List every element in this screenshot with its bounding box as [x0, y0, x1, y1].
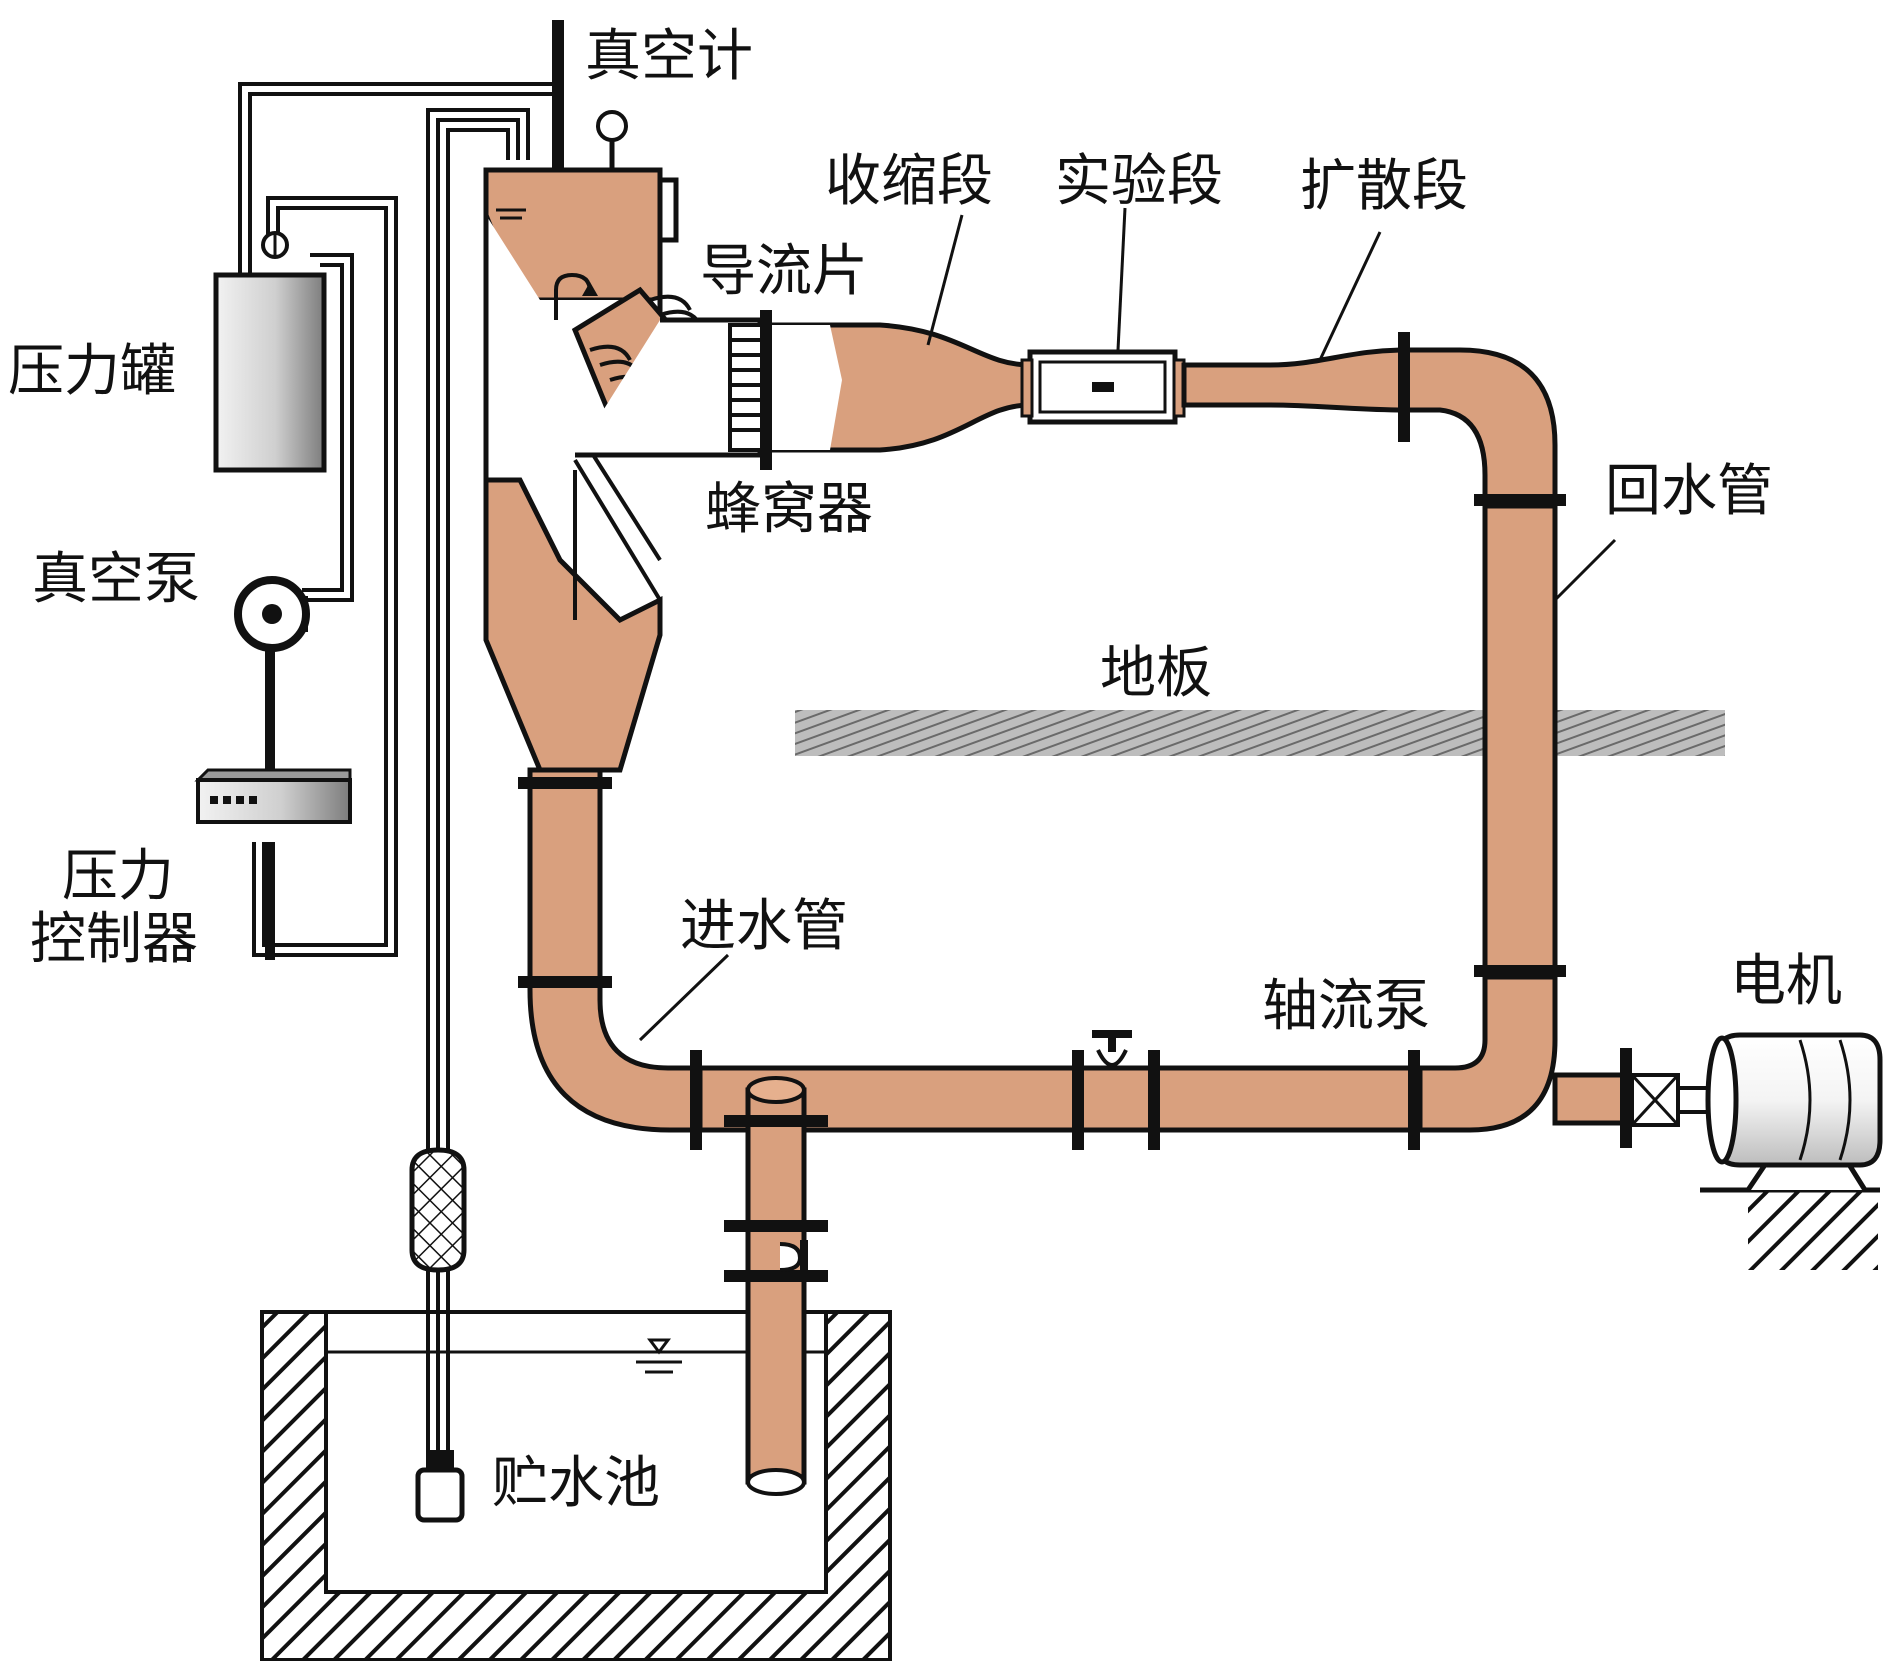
vacuum-gauge-stem	[552, 20, 564, 170]
label-vacuum-gauge: 真空计	[585, 24, 753, 89]
label-floor: 地板	[1100, 641, 1212, 706]
label-pressure-controller-1: 压力	[62, 844, 174, 909]
settling-tank	[483, 110, 712, 773]
valve-icon	[1092, 1030, 1132, 1067]
vacuum-pump	[234, 576, 310, 652]
filter-assembly	[409, 1147, 467, 1523]
label-test-section: 实验段	[1055, 149, 1223, 214]
label-honeycomb: 蜂窝器	[705, 477, 873, 542]
return-pipe	[1482, 503, 1558, 973]
inlet-pipe	[527, 767, 603, 985]
motor	[1700, 1032, 1883, 1270]
leader-lines	[638, 207, 1617, 1042]
label-reservoir: 贮水池	[492, 1451, 660, 1516]
pressure-tank	[213, 231, 327, 473]
suction-pipe	[724, 1076, 828, 1496]
suction-valve-icon	[779, 1240, 808, 1272]
label-guide-vane: 导流片	[700, 239, 868, 304]
label-vacuum-pump: 真空泵	[32, 547, 200, 612]
rotation-arrow-icon	[554, 272, 592, 320]
diffuser-section	[1181, 347, 1408, 413]
control-lines	[238, 82, 558, 1470]
label-motor: 电机	[1730, 949, 1842, 1014]
pressure-controller	[194, 768, 352, 824]
reservoir	[260, 1310, 892, 1661]
test-loop-upper	[575, 310, 1566, 506]
label-pressure-controller-2: 控制器	[30, 907, 198, 972]
label-inlet-pipe: 进水管	[680, 894, 848, 959]
arrow-head-icon	[582, 282, 598, 296]
label-contraction-section: 收缩段	[825, 149, 993, 214]
label-axial-pump: 轴流泵	[1262, 974, 1430, 1039]
honeycomb	[728, 310, 772, 470]
floor-slab	[795, 710, 1725, 756]
label-pressure-tank: 压力罐	[8, 339, 176, 404]
return-elbow-top	[1402, 347, 1558, 503]
water-level-icon	[636, 1338, 682, 1374]
test-section	[1020, 349, 1186, 425]
label-return-pipe: 回水管	[1605, 459, 1773, 524]
label-diffuser-section: 扩散段	[1300, 154, 1468, 219]
